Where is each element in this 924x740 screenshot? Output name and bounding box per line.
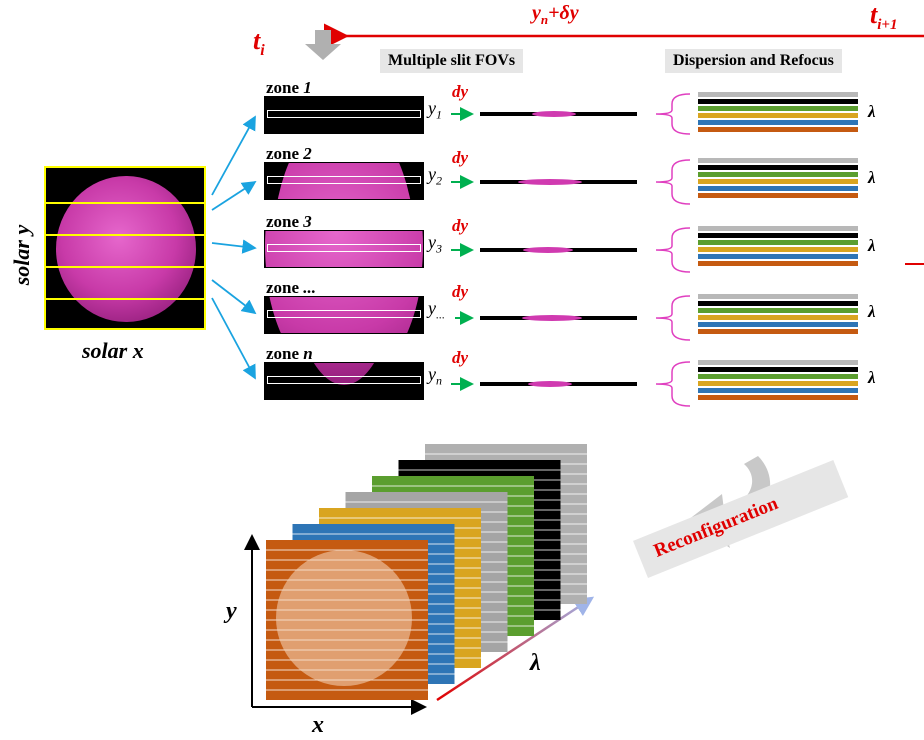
- zone-lambda-label: λ: [868, 302, 876, 321]
- zone-dy-label: dy: [452, 216, 469, 235]
- spectral-strips: [698, 92, 858, 400]
- blue-arrow-2: [211, 181, 257, 211]
- solar-y-label: solar y: [9, 224, 34, 286]
- spectral-band: [698, 233, 858, 238]
- ti-label: ti: [253, 26, 265, 60]
- zone-label: zone 1: [266, 78, 312, 97]
- zone-label: zone 2: [266, 144, 312, 163]
- zone-dy-label: dy: [452, 148, 469, 167]
- spectral-band: [698, 301, 858, 306]
- zone-sun-strip: [264, 362, 424, 400]
- zone-sun-strip: [264, 162, 424, 200]
- spectral-band: [698, 381, 858, 386]
- spectral-band: [698, 226, 858, 231]
- spectral-band: [698, 329, 858, 334]
- zone-y-label: y3: [428, 232, 442, 256]
- zone-lambda-label: λ: [868, 168, 876, 187]
- dy-arrows: [451, 107, 474, 391]
- slit-lines: [480, 111, 637, 387]
- spectral-band: [698, 113, 858, 118]
- spectral-band: [698, 186, 858, 191]
- lambda-axis-arrow: [436, 596, 595, 702]
- zone-sun-strip: [264, 230, 424, 268]
- cube-y-label: y: [226, 598, 237, 624]
- tip1-label: ti+1: [870, 0, 898, 34]
- spectral-band: [698, 360, 858, 365]
- zone-sun-strip: [264, 296, 424, 334]
- spectral-band: [698, 374, 858, 379]
- zone-label: zone 3: [266, 212, 312, 231]
- cube-layer: [266, 540, 428, 700]
- solar-x-label: solar x: [82, 338, 144, 363]
- header-slit-fovs: Multiple slit FOVs: [380, 49, 524, 73]
- spectral-band: [698, 294, 858, 299]
- slit-box: [267, 244, 421, 252]
- zone-label: zone n: [266, 344, 313, 363]
- spectral-band: [698, 179, 858, 184]
- zone-y-label: yn: [428, 364, 442, 388]
- solar-disk-image: [44, 166, 206, 330]
- zone-sun-strip: [264, 96, 424, 134]
- spectral-band: [698, 106, 858, 111]
- spectral-band: [698, 247, 858, 252]
- zone-y-label: y...: [428, 298, 445, 322]
- spectral-band: [698, 308, 858, 313]
- spectral-band: [698, 165, 858, 170]
- slit-box: [267, 310, 421, 318]
- blue-arrow-4: [211, 279, 257, 315]
- zone-dy-label: dy: [452, 282, 469, 301]
- spectral-band: [698, 395, 858, 400]
- spectral-band: [698, 388, 858, 393]
- sun-disk: [56, 176, 196, 322]
- zone-dy-label: dy: [452, 82, 469, 101]
- spectral-band: [698, 172, 858, 177]
- zone-lambda-label: λ: [868, 368, 876, 387]
- spectral-band: [698, 315, 858, 320]
- spectral-band: [698, 120, 858, 125]
- spectral-band: [698, 127, 858, 132]
- cube-x-label: x: [312, 712, 324, 738]
- spectral-band: [698, 254, 858, 259]
- slit-box: [267, 110, 421, 118]
- spectral-band: [698, 158, 858, 163]
- cube-layers: [266, 444, 587, 700]
- zone-lambda-label: λ: [868, 236, 876, 255]
- blue-arrow-3: [211, 239, 257, 254]
- header-dispersion: Dispersion and Refocus: [665, 49, 842, 73]
- spectral-band: [698, 367, 858, 372]
- braces: [655, 93, 691, 407]
- spectral-band: [698, 193, 858, 198]
- zone-lambda-label: λ: [868, 102, 876, 121]
- spectral-band: [698, 240, 858, 245]
- spectral-band: [698, 99, 858, 104]
- feedback-label: yn+δy: [532, 2, 579, 27]
- zone-y-label: y2: [428, 164, 442, 188]
- grey-down-arrow: [305, 30, 341, 60]
- slit-box: [267, 376, 421, 384]
- blue-arrow-5: [211, 297, 256, 380]
- zone-dy-label: dy: [452, 348, 469, 367]
- slit-box: [267, 176, 421, 184]
- zone-y-label: y1: [428, 98, 442, 122]
- spectral-band: [698, 92, 858, 97]
- zone-label: zone ...: [266, 278, 317, 297]
- spectral-band: [698, 322, 858, 327]
- spectral-band: [698, 261, 858, 266]
- cube-lambda-label: λ: [530, 650, 541, 676]
- blue-arrow-1: [211, 115, 256, 196]
